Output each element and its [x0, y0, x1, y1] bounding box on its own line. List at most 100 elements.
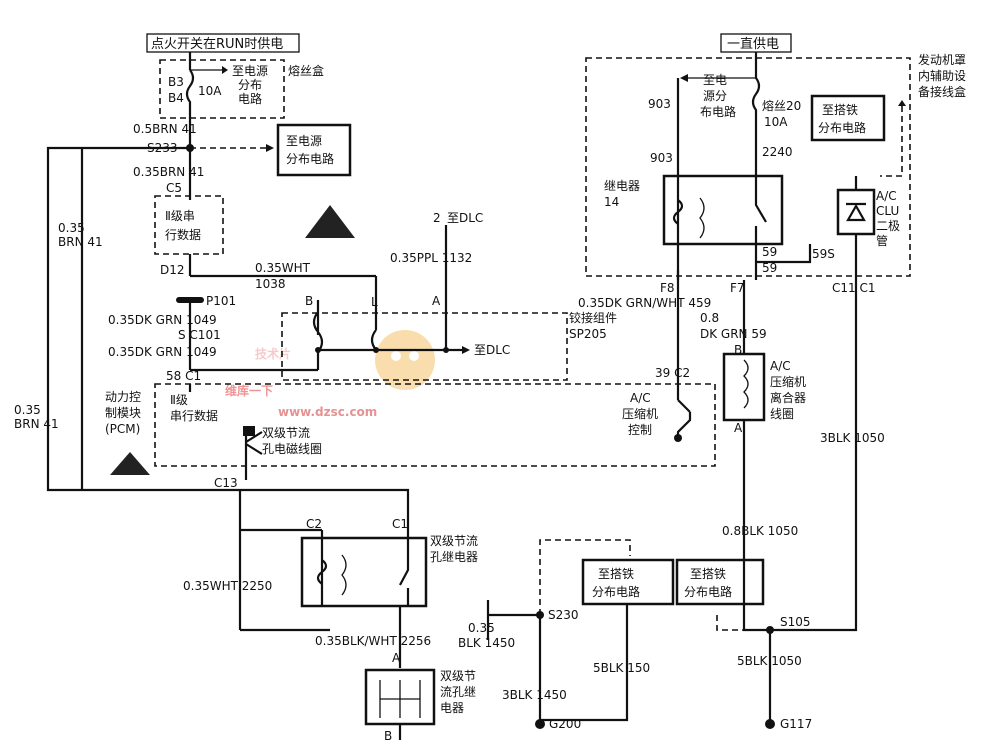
arrow-icon: [680, 74, 688, 82]
fuse-dest-3: 电路: [238, 91, 262, 106]
ground-box-2: [675, 558, 765, 606]
ac-clutch-diode-box: [836, 188, 876, 236]
wire-08blk1050: 0.8BLK 1050: [722, 524, 798, 538]
wire-brn41-left2: BRN 41: [14, 417, 59, 431]
conn-c11: C11 C1: [832, 281, 875, 295]
ground-g117: G117: [780, 717, 812, 731]
arrow-icon: [462, 346, 470, 354]
pcm-label-2: 制模块: [105, 406, 141, 420]
fuse20-rating: 10A: [764, 115, 788, 129]
circuit-903b: 903: [650, 151, 673, 165]
splice-label-2: SP205: [569, 327, 607, 341]
wire-035wht: 0.35WHT: [255, 261, 311, 275]
serial-data-box: [154, 195, 224, 255]
dlc-label-2: 至DLC: [474, 343, 510, 357]
wire-035blk: 0.35: [468, 621, 495, 635]
pcm-box: [154, 383, 716, 467]
relay14-num: 14: [604, 195, 619, 209]
relay-coil-icon: [699, 197, 705, 239]
wire-035wht2250: 0.35WHT 2250: [183, 579, 272, 593]
wire-035brn41-top: 0.35BRN 41: [133, 165, 204, 179]
diode-label-2: CLU: [876, 204, 899, 218]
wire-035dkgrn1049b: 0.35DK GRN 1049: [108, 345, 217, 359]
ac-control-3: 控制: [628, 423, 652, 437]
arrow-icon: [266, 144, 274, 152]
conn-p101: P101: [206, 294, 236, 308]
conn-b-top: B: [305, 294, 313, 308]
wire-035dkgrn1049a: 0.35DK GRN 1049: [108, 313, 217, 327]
fuse-dest-1: 至电源: [232, 64, 268, 78]
relay2-label-1: 双级节: [440, 669, 476, 683]
underhood-label-3: 备接线盒: [918, 84, 966, 99]
wire-3blk1050: 3BLK 1050: [820, 431, 885, 445]
ac-clutch-1: A/C: [770, 359, 791, 373]
ground2-label-2: 分布电路: [684, 584, 732, 599]
relay1-label-2: 孔继电器: [430, 550, 478, 564]
dlc-label: 至DLC: [447, 211, 483, 225]
esd-warning-icon: [110, 452, 150, 475]
arrow-icon: [222, 66, 228, 74]
p101-connector: [176, 297, 204, 303]
conn-a-bottom: A: [392, 651, 401, 665]
fuse20-label: 熔丝20: [762, 98, 801, 113]
ground1-label-2: 分布电路: [592, 584, 640, 599]
underhood-box: [585, 57, 911, 277]
coil-icon: [341, 554, 347, 596]
diode-label-3: 二极: [876, 219, 900, 233]
wire-035dkgrnwht: 0.35DK GRN/WHT 459: [578, 296, 711, 310]
relay1-c2: C2: [306, 517, 322, 531]
ac-clutch-4: 线圈: [770, 407, 794, 421]
relay14-label: 继电器: [604, 179, 640, 193]
fuse-element: [185, 52, 195, 148]
splice-s105: S105: [780, 615, 811, 629]
ac-clutch-2: 压缩机: [770, 374, 806, 389]
circuit-59b: 59: [762, 261, 777, 275]
ground-icon: [674, 434, 682, 442]
dlc-num: 2: [433, 211, 441, 225]
brn41-left-wire: [46, 146, 410, 530]
solenoid-label-1: 双级节流: [262, 426, 310, 440]
conn-f8: F8: [660, 281, 675, 295]
wire-08: 0.8: [700, 311, 719, 325]
watermark: 技术片 维库一下 www.dzsc.com: [225, 330, 435, 419]
arrow-icon: [898, 100, 906, 106]
diode-icon: [846, 176, 866, 290]
ac-clutch-box: [722, 352, 766, 422]
underhood-label-1: 发动机罩: [918, 52, 966, 67]
constant-header: 一直供电: [727, 37, 779, 52]
conn-b-comp: B: [734, 343, 742, 357]
mascot-icon: [375, 330, 435, 390]
serial-box-1: Ⅱ级串: [165, 209, 195, 223]
pcm-label-3: (PCM): [105, 422, 140, 436]
ignition-header: 点火开关在RUN时供电: [151, 37, 283, 52]
fuse-dest-2: 分布: [238, 78, 262, 92]
wire-035ppl: 0.35PPL 1132: [390, 251, 472, 265]
watermark-slogan: 维库一下: [225, 383, 273, 398]
conn-a-top: A: [432, 294, 441, 308]
ground1-label-1: 至搭铁: [598, 567, 634, 581]
fuse-rating: 10A: [198, 84, 222, 98]
ignition-header-box: [146, 33, 300, 53]
ac-control-2: 压缩机: [622, 406, 658, 421]
watermark-url: www.dzsc.com: [278, 405, 377, 419]
wire-05brn41: 0.5BRN 41: [133, 122, 197, 136]
relay2-label-2: 流孔继: [440, 685, 476, 699]
wire-035-left1: 0.35: [58, 221, 85, 235]
solenoid-label-2: 孔电磁线圈: [262, 441, 322, 456]
fuse-pin-b3: B3: [168, 75, 184, 89]
conn-b-bottom: B: [384, 729, 392, 743]
wire-3blk1450: 3BLK 1450: [502, 688, 567, 702]
conn-58c1: 58 C1: [166, 369, 201, 383]
fuse20-dest-2: 源分: [703, 89, 727, 103]
fuse-pin-b4: B4: [168, 91, 184, 105]
conn-39c2: 39 C2: [655, 366, 690, 380]
fuse20-dest-3: 布电路: [700, 104, 736, 119]
pcm-label-1: 动力控: [105, 390, 141, 404]
fuse20-dest-1: 至电: [703, 73, 727, 87]
pcm-serial-2: 串行数据: [170, 408, 218, 423]
circuit-59a: 59: [762, 245, 777, 259]
ground-g117-icon: [765, 719, 775, 729]
splice-label-1: 铰接组件: [569, 310, 617, 325]
